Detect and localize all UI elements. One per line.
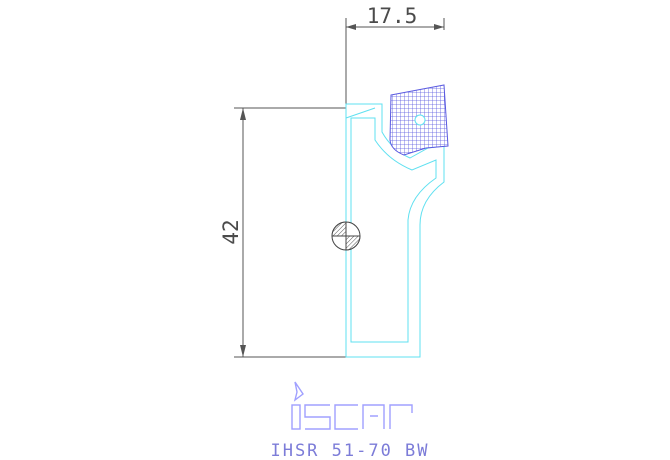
center-symbol [331, 221, 361, 251]
arrow-bottom [240, 345, 246, 357]
logo-letter-i [291, 404, 301, 430]
tool-body-inner-outline [350, 117, 437, 343]
insert-screw-hole [414, 114, 426, 126]
cutting-insert [389, 84, 449, 156]
iscar-logo [291, 381, 413, 430]
logo-letter-c [334, 404, 358, 430]
arrow-right [434, 24, 444, 30]
part-code: IHSR 51-70 BW [270, 441, 429, 460]
arrow-left [346, 24, 356, 30]
logo-letter-s [304, 404, 331, 430]
logo-letter-r [389, 404, 413, 429]
dimension-value-vertical: 42 [219, 219, 243, 244]
logo-letter-a [362, 404, 385, 429]
logo-accent-mark [293, 381, 304, 402]
dimension-vertical: 42 [219, 107, 346, 358]
tool-body-edge-line [345, 107, 376, 119]
arrow-top [240, 108, 246, 120]
dimension-horizontal: 17.5 [345, 4, 445, 108]
dimension-value-horizontal: 17.5 [367, 4, 418, 28]
